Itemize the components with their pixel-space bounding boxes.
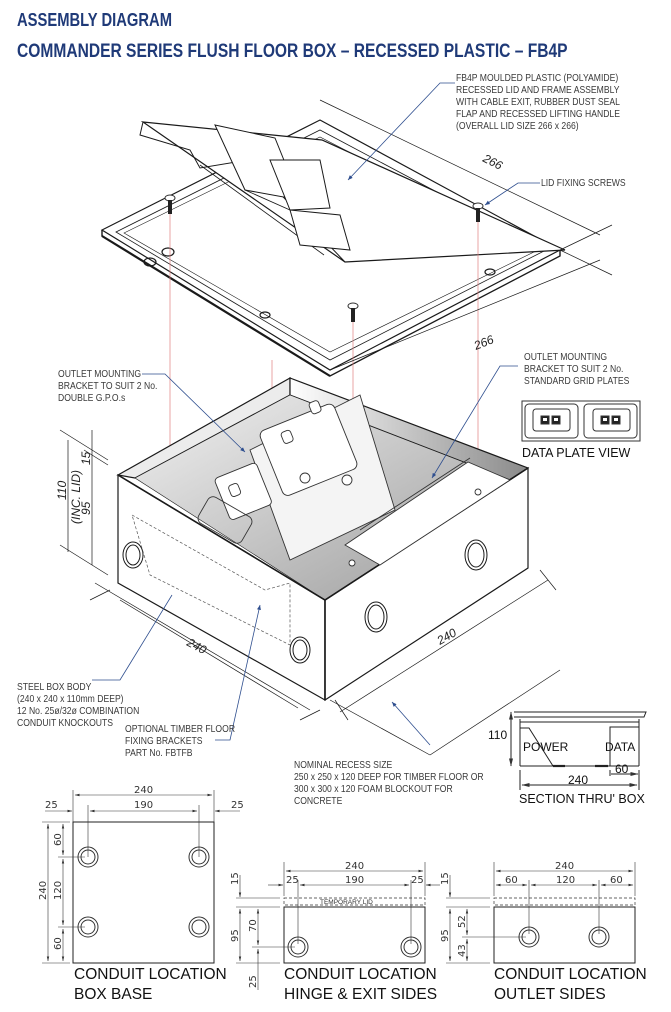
section-view	[509, 711, 647, 790]
base-dim-bottom: 60	[53, 937, 64, 950]
lid-dimension-lines	[319, 99, 613, 371]
base-dim-mid: 120	[53, 881, 64, 900]
section-width: 240	[568, 773, 588, 787]
outlet-sides-view	[446, 862, 636, 964]
hinge-dim-margin-l: 25	[286, 875, 299, 886]
grid-plate-bracket	[344, 457, 511, 567]
rj45-icon	[540, 415, 550, 425]
base-dim-margin-r: 25	[231, 800, 244, 811]
hinge-exit-sides-view	[236, 862, 440, 990]
section-power-label: POWER	[523, 740, 569, 754]
lid-fixing-screws	[164, 194, 484, 322]
frame-screw-hole	[143, 257, 157, 267]
base-dim-top: 60	[53, 833, 64, 846]
lid-frame	[100, 119, 566, 377]
rj45-icon	[551, 415, 561, 425]
outlet-dim-mid: 120	[556, 875, 575, 886]
section-data-label: DATA	[605, 740, 635, 754]
height-dim-note: (INC. LID)	[69, 470, 83, 524]
base-dim-margin-l: 25	[45, 800, 58, 811]
switch-icon	[299, 472, 311, 484]
temporary-lid-label: TEMPORARY LID	[320, 899, 373, 906]
switch-icon	[341, 474, 353, 486]
conduit-hole	[188, 916, 210, 938]
screw-icon	[347, 302, 359, 322]
rj45-icon	[611, 415, 621, 425]
socket-icon	[228, 483, 242, 497]
timber-bracket-outline	[131, 514, 291, 646]
base-dim-overall-w: 240	[134, 785, 153, 796]
conduit-knockouts	[122, 539, 488, 664]
screw-icon	[164, 194, 176, 214]
gpo-mounting-bracket	[197, 394, 396, 561]
box-base-view	[42, 790, 240, 964]
outlet-dim-lid: 15	[440, 872, 451, 885]
hinge-dim-inner-w: 190	[345, 875, 364, 886]
height-dim-110: 110	[55, 481, 69, 500]
hinge-dim-body: 95	[230, 929, 241, 942]
outlet-dim-right: 60	[610, 875, 623, 886]
diagram-title: ASSEMBLY DIAGRAM	[17, 10, 173, 30]
base-dim-overall-h: 240	[38, 881, 49, 900]
outlet-dim-left: 60	[505, 875, 518, 886]
box-dim-240-b: 240	[434, 625, 459, 648]
hinge-dim-hole-h: 70	[248, 919, 259, 932]
outlet-dim-overall-w: 240	[555, 861, 574, 872]
box-dimension-lines	[59, 429, 561, 756]
outlet-dim-lower: 43	[457, 944, 468, 957]
frame-screw-hole	[161, 247, 175, 257]
gpo-outlet-plate	[259, 403, 358, 496]
hinge-dim-overall-w: 240	[345, 861, 364, 872]
height-dim-15: 15	[79, 451, 93, 465]
base-dim-inner-w: 190	[134, 800, 153, 811]
height-dim-95: 95	[79, 501, 93, 515]
section-caption: SECTION THRU' BOX	[519, 792, 645, 806]
box-dim-240-a: 240	[184, 635, 209, 657]
data-plate-view	[521, 400, 641, 442]
screw-icon	[472, 202, 484, 222]
lid-dim-266-b: 266	[471, 332, 496, 353]
callout-steel-body: STEEL BOX BODY(240 x 240 x 110mm DEEP)12…	[17, 681, 140, 729]
rj45-icon	[600, 415, 610, 425]
diagram-subtitle: COMMANDER SERIES FLUSH FLOOR BOX – RECES…	[17, 41, 568, 62]
hinge-dim-margin-r: 25	[411, 875, 424, 886]
socket-icon	[280, 429, 294, 444]
hinge-dim-below: 25	[248, 975, 259, 988]
temporary-lid-outline	[283, 897, 426, 906]
lid-dim-266-a: 266	[480, 151, 505, 173]
data-plate-caption: DATA PLATE VIEW	[522, 446, 631, 460]
section-height: 110	[488, 728, 507, 742]
callout-screws: LID FIXING SCREWS	[541, 177, 626, 189]
callout-leaders	[92, 82, 540, 746]
hinge-dim-lid: 15	[230, 872, 241, 885]
outlet-dim-upper: 52	[457, 915, 468, 928]
callout-lid: FB4P MOULDED PLASTIC (POLYAMIDE)RECESSED…	[456, 72, 620, 132]
section-data-width: 60	[615, 762, 629, 776]
socket-icon	[308, 400, 322, 415]
outlet-dim-body: 95	[440, 929, 451, 942]
